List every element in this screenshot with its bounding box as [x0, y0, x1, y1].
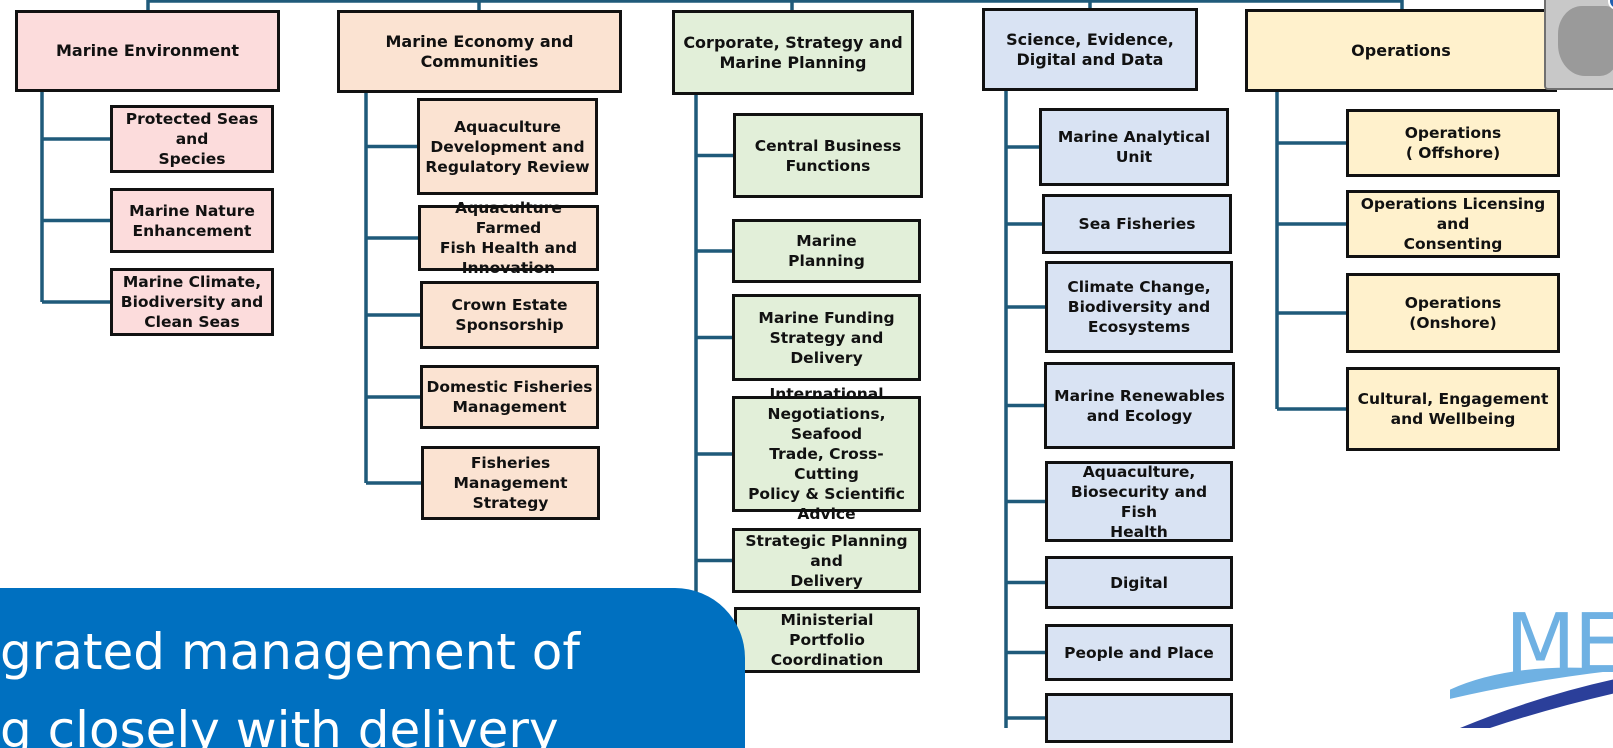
team-aquaculture-farmed-fish-health-and-innovation: Aquaculture Farmed Fish Health and Innov…: [418, 199, 599, 277]
team-aquaculture-development-and-regulatory-review: Aquaculture Development and Regulatory R…: [417, 98, 598, 195]
team-marine-nature-enhancement: Marine Nature Enhancement: [110, 188, 274, 253]
banner-text-line-1: grated management of: [0, 623, 580, 681]
directorate-marine-economy-and-communities: Marine Economy and Communities: [337, 10, 622, 93]
team-aquaculture-biosecurity-and-fish-health: Aquaculture, Biosecurity and Fish Health: [1045, 461, 1233, 542]
team-international-negotiations-seafood-trade-cross-cutting-policy-scientific-advice: International Negotiations, Seafood Trad…: [732, 385, 921, 523]
team-operations-licensing-and-consenting: Operations Licensing and Consenting: [1346, 190, 1560, 258]
team-strategic-planning-and-delivery: Strategic Planning and Delivery: [732, 528, 921, 593]
team-marine-analytical-unit: Marine Analytical Unit: [1039, 108, 1229, 186]
banner-text-line-2: g closely with delivery: [0, 701, 559, 748]
team-marine-funding-strategy-and-delivery: Marine Funding Strategy and Delivery: [732, 294, 921, 381]
team-ministerial-portfolio-coordination: Ministerial Portfolio Coordination: [734, 607, 920, 673]
team-crown-estate-sponsorship: Crown Estate Sponsorship: [420, 281, 599, 349]
directorate-marine-environment: Marine Environment: [15, 10, 280, 92]
map-land-shape: [1558, 6, 1613, 76]
team-climate-change-biodiversity-and-ecosystems: Climate Change, Biodiversity and Ecosyst…: [1045, 261, 1233, 353]
team-operations-offshore: Operations ( Offshore): [1346, 109, 1560, 177]
team-operations-onshore: Operations (Onshore): [1346, 273, 1560, 353]
title-banner: grated management of g closely with deli…: [0, 588, 745, 748]
directorate-operations: Operations: [1245, 9, 1557, 92]
logo-text: ME: [1505, 600, 1613, 692]
team-central-business-functions: Central Business Functions: [733, 113, 923, 198]
organisation-logo: ME: [1450, 600, 1613, 728]
team-sea-fisheries: Sea Fisheries: [1042, 194, 1232, 254]
team-cultural-engagement-and-wellbeing: Cultural, Engagement and Wellbeing: [1346, 367, 1560, 451]
directorate-corporate-strategy-and-marine-planning: Corporate, Strategy and Marine Planning: [672, 10, 914, 95]
team-people-and-place: People and Place: [1045, 624, 1233, 681]
directorate-science-evidence-digital-and-data: Science, Evidence, Digital and Data: [982, 8, 1198, 91]
team-blank: [1045, 693, 1233, 743]
team-marine-planning: Marine Planning: [732, 219, 921, 283]
team-marine-renewables-and-ecology: Marine Renewables and Ecology: [1044, 362, 1235, 449]
map-thumbnail: [1544, 0, 1613, 90]
team-protected-seas-and-species: Protected Seas and Species: [110, 105, 274, 173]
team-marine-climate-biodiversity-and-clean-seas: Marine Climate, Biodiversity and Clean S…: [110, 268, 274, 336]
logo-wave-icon: [1450, 667, 1613, 728]
team-domestic-fisheries-management: Domestic Fisheries Management: [420, 365, 599, 429]
team-fisheries-management-strategy: Fisheries Management Strategy: [421, 446, 600, 520]
team-digital: Digital: [1045, 556, 1233, 609]
